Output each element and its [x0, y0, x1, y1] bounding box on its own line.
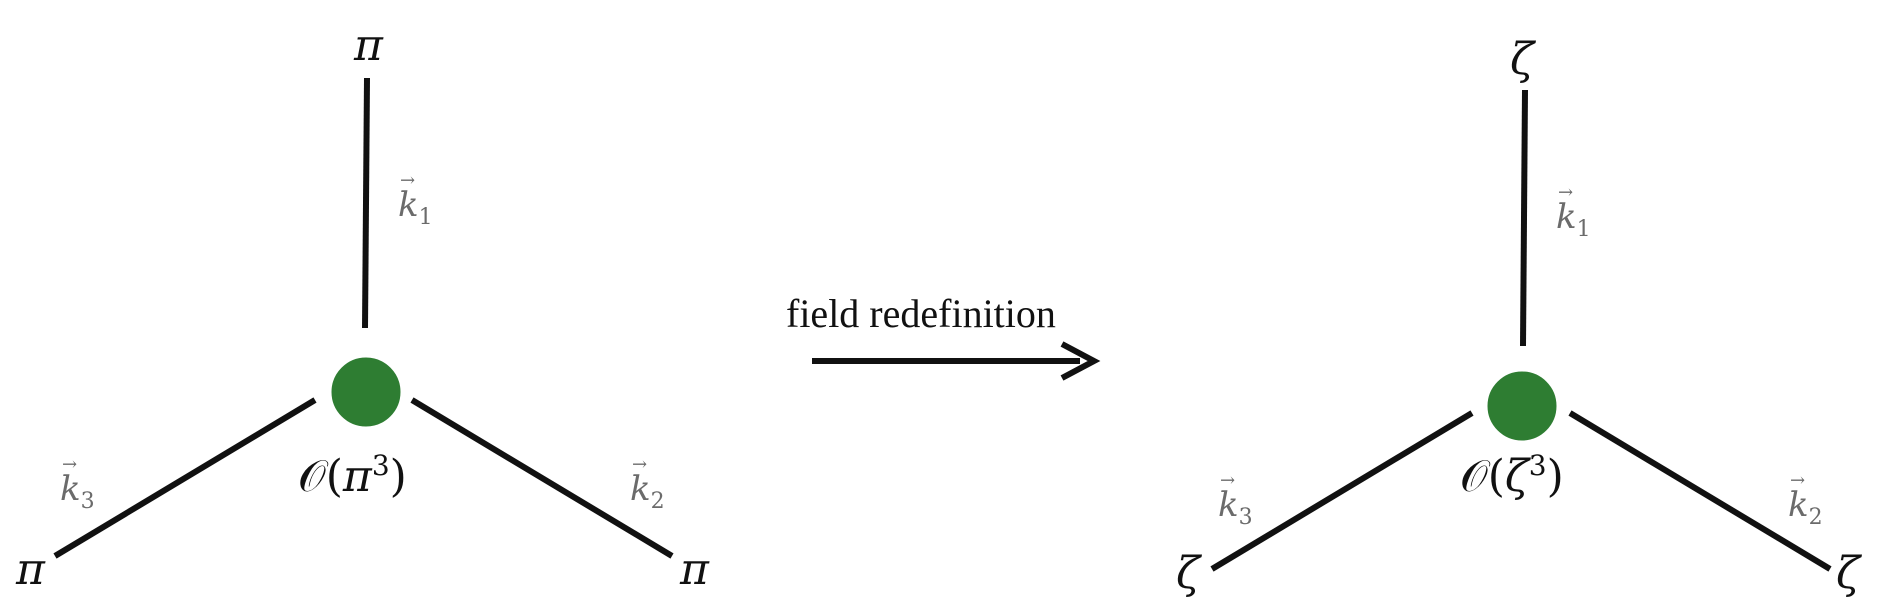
right-leg-left	[1210, 410, 1474, 572]
left-momentum-3: k3	[60, 456, 95, 514]
left-leg-top	[362, 77, 370, 329]
vertex-label-field: π	[342, 451, 372, 502]
left-field-left: π	[16, 544, 45, 595]
right-field-right: ζ	[1836, 548, 1860, 599]
momentum-symbol: k	[1556, 184, 1577, 234]
momentum-symbol: k	[1788, 472, 1809, 522]
momentum-subscript: 3	[1238, 505, 1253, 530]
vertex-label-power: 3	[371, 449, 390, 482]
momentum-subscript: 3	[80, 489, 95, 514]
left-vertex-label: 𝒪(π3)	[298, 452, 407, 499]
momentum-subscript: 2	[1808, 505, 1823, 530]
right-momentum-1: k1	[1556, 184, 1591, 242]
right-field-top: ζ	[1510, 34, 1534, 85]
left-vertex	[328, 354, 404, 430]
transition-label: field redefinition	[786, 291, 1056, 336]
left-momentum-2: k2	[630, 456, 665, 514]
momentum-symbol: k	[630, 456, 651, 506]
vertex-label-prefix: 𝒪(	[298, 451, 343, 502]
momentum-subscript: 2	[650, 489, 665, 514]
momentum-symbol: k	[398, 172, 419, 222]
right-leg-top	[1520, 89, 1528, 347]
vertex-label-power: 3	[1528, 449, 1547, 482]
momentum-symbol: k	[1218, 472, 1239, 522]
momentum-subscript: 1	[1576, 217, 1591, 242]
right-momentum-2: k2	[1788, 472, 1823, 530]
momentum-subscript: 1	[418, 205, 433, 230]
left-leg-left	[53, 397, 317, 559]
left-leg-right	[410, 397, 674, 559]
vertex-label-suffix: )	[389, 451, 407, 502]
momentum-symbol: k	[60, 456, 81, 506]
right-vertex-label: 𝒪(ζ3)	[1460, 452, 1564, 499]
left-field-top: π	[354, 20, 383, 71]
left-field-right: π	[680, 544, 709, 595]
vertex-label-suffix: )	[1546, 451, 1564, 502]
right-field-left: ζ	[1176, 548, 1200, 599]
right-momentum-3: k3	[1218, 472, 1253, 530]
right-vertex	[1484, 368, 1560, 444]
vertex-label-prefix: 𝒪(	[1460, 451, 1505, 502]
right-leg-right	[1568, 410, 1832, 572]
transition-arrow-head	[1060, 341, 1101, 381]
left-momentum-1: k1	[398, 172, 433, 230]
vertex-label-field: ζ	[1504, 451, 1529, 502]
